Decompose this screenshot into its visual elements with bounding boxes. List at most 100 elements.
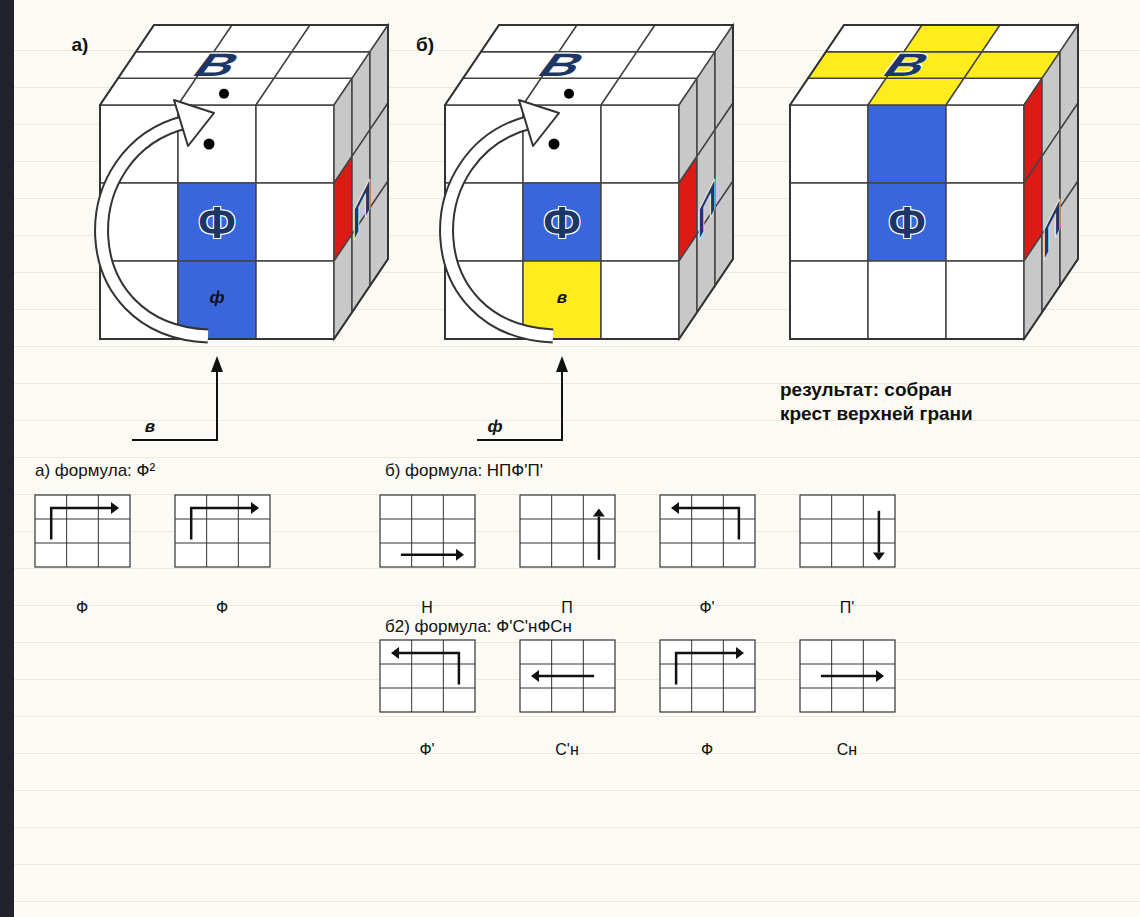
turn-arrow-head: [174, 100, 214, 146]
cube-outline: [100, 25, 388, 339]
move-arrow-head: [251, 502, 259, 514]
side-sticker: [715, 181, 733, 286]
move-arrow: [676, 653, 736, 685]
grid-line: [443, 495, 444, 567]
front-sticker: [256, 261, 334, 339]
move-grid: [660, 495, 755, 567]
move-arrow-head: [736, 647, 744, 659]
formula: б2) формула: Ф'С'нФСн: [385, 616, 572, 637]
grid-line: [443, 640, 444, 712]
marker-dot: [219, 89, 229, 99]
move-name: Ф': [699, 598, 714, 618]
pointer-line: [477, 370, 562, 440]
move-name: Ф: [76, 598, 88, 618]
turn-arrow-outline: [447, 122, 553, 336]
turn-arrow-outline: [102, 122, 208, 336]
grid-line: [35, 519, 130, 520]
move-grid: [520, 640, 615, 712]
move-name: Ф': [419, 740, 434, 760]
front-sticker: [946, 105, 1024, 183]
grid-line: [66, 495, 67, 567]
move-arrow: [679, 508, 739, 540]
grid-frame: [660, 640, 755, 712]
move-arrow-head: [873, 553, 885, 561]
grid-frame: [175, 495, 270, 567]
move-name: Н: [421, 598, 433, 618]
front-sticker: [790, 261, 868, 339]
move-arrow-head: [456, 549, 464, 561]
front-sticker: [178, 183, 256, 261]
panel-letter: б): [416, 33, 434, 57]
front-sticker: [523, 183, 601, 261]
grid-line: [723, 495, 724, 567]
move-arrow-head: [593, 509, 605, 517]
grid-line: [380, 688, 475, 689]
move-grid: [660, 640, 755, 712]
grid-line: [800, 664, 895, 665]
move-grid: [175, 495, 270, 567]
formula: а) формула: Ф²: [35, 460, 155, 481]
grid-line: [660, 688, 755, 689]
front-sticker: [256, 105, 334, 183]
grid-line: [380, 664, 475, 665]
move-arrow-head: [876, 670, 884, 682]
pointer-label: ф: [487, 416, 502, 437]
move-arrow: [51, 508, 111, 540]
move-grid: [800, 495, 895, 567]
grid-line: [520, 543, 615, 544]
rubik-cube: [445, 25, 733, 440]
edge-piece-label: в: [557, 287, 567, 308]
face-letter: Ф: [543, 195, 581, 250]
grid-frame: [660, 495, 755, 567]
front-sticker: [790, 183, 868, 261]
formula: б) формула: НПФ'П': [385, 460, 543, 481]
move-grid: [35, 495, 130, 567]
grid-line: [831, 495, 832, 567]
move-name: П: [561, 598, 573, 618]
grid-line: [411, 495, 412, 567]
grid-line: [35, 543, 130, 544]
cube-outline: [790, 25, 1078, 339]
turn-arrow: [102, 122, 208, 336]
move-name: П': [840, 598, 855, 618]
move-arrow-head: [671, 502, 679, 514]
marker-dot: [204, 139, 215, 150]
rubik-cube: [100, 25, 388, 440]
side-sticker: [1024, 234, 1042, 339]
move-name: С'н: [555, 740, 578, 760]
grid-line: [520, 688, 615, 689]
side-sticker: [1060, 181, 1078, 286]
face-letter: Ф: [888, 195, 926, 250]
front-sticker: [256, 183, 334, 261]
grid-line: [723, 640, 724, 712]
grid-line: [520, 519, 615, 520]
grid-line: [691, 495, 692, 567]
face-letter: Ф: [198, 195, 236, 250]
move-grid: [380, 495, 475, 567]
turn-arrow: [447, 122, 553, 336]
move-arrow: [598, 517, 601, 560]
side-sticker: [370, 181, 388, 286]
grid-line: [800, 688, 895, 689]
grid-frame: [520, 495, 615, 567]
front-sticker: [790, 105, 868, 183]
front-sticker: [946, 183, 1024, 261]
grid-line: [863, 495, 864, 567]
pointer-head: [556, 356, 568, 372]
grid-line: [411, 640, 412, 712]
grid-frame: [800, 495, 895, 567]
panel-letter: а): [72, 33, 89, 57]
front-sticker: [601, 105, 679, 183]
move-arrow-head: [531, 670, 539, 682]
side-sticker: [679, 234, 697, 339]
grid-line: [520, 664, 615, 665]
grid-frame: [35, 495, 130, 567]
pointer-line: [132, 370, 217, 440]
grid-line: [175, 519, 270, 520]
move-arrow: [191, 508, 251, 540]
grid-line: [380, 519, 475, 520]
edge-piece-label: ф: [209, 287, 224, 308]
grid-line: [380, 543, 475, 544]
move-arrow: [539, 675, 594, 678]
